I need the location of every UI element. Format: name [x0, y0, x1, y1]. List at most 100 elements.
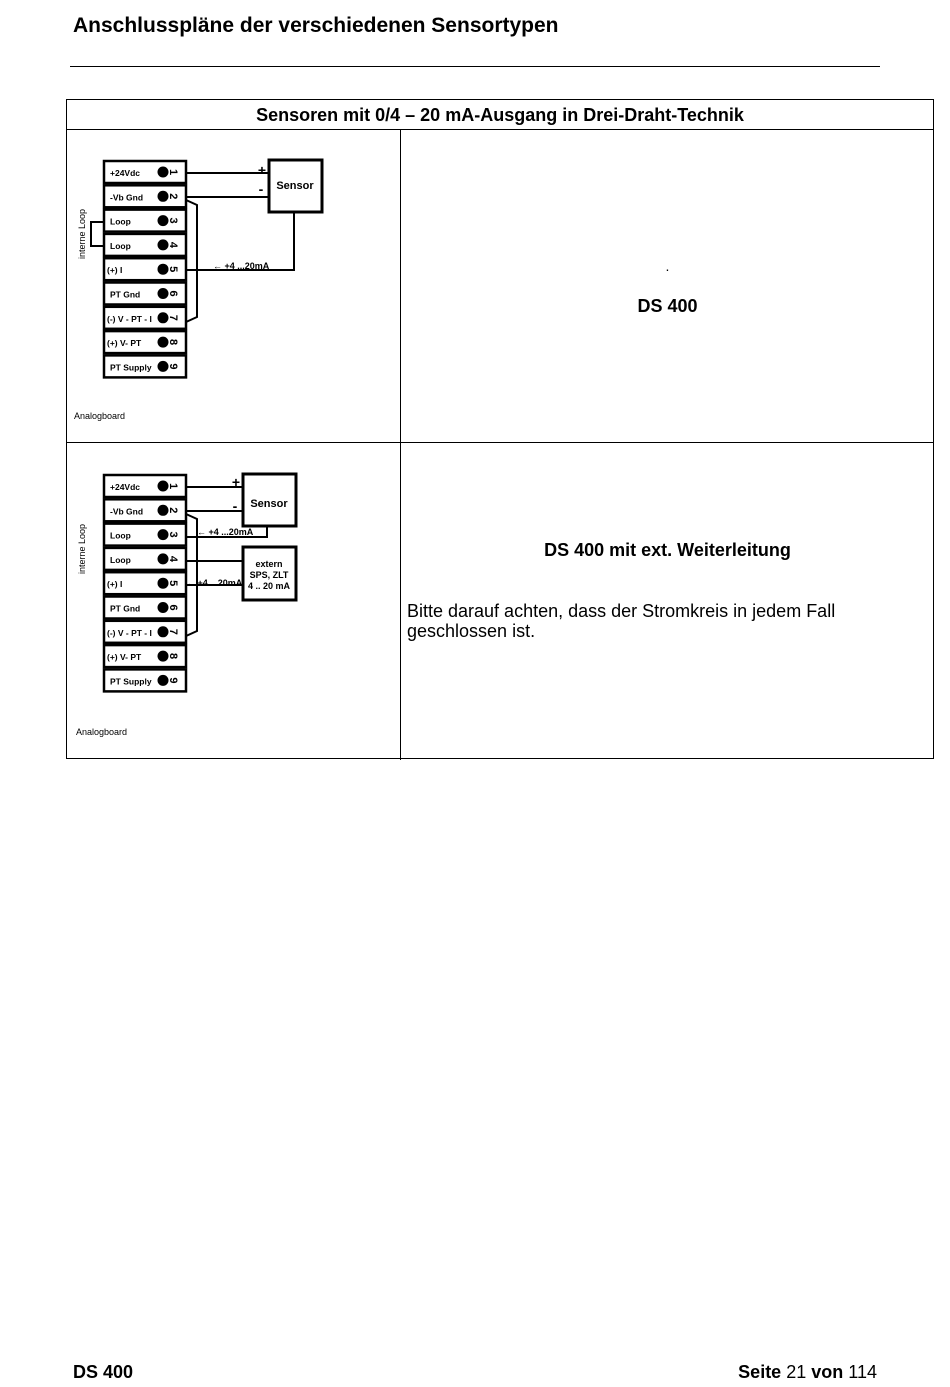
sensor-label: Sensor — [276, 180, 314, 192]
terminal-number: 8 — [167, 653, 179, 659]
terminal-label: PT Gnd — [110, 290, 140, 300]
terminal-screw — [157, 602, 169, 613]
sensor-box — [267, 158, 324, 214]
title-divider — [70, 66, 880, 67]
wire-bridge — [185, 199, 198, 323]
terminal-7: (-) V - PT - I 7 — [102, 619, 188, 645]
terminal-label: (-) V - PT - I — [107, 628, 152, 638]
terminal-6: PT Gnd 6 — [102, 595, 188, 620]
terminal-number: 9 — [167, 677, 179, 683]
minus-sign: - — [259, 181, 264, 197]
footer-page-total: 114 — [848, 1362, 877, 1382]
terminal-screw — [157, 504, 169, 516]
terminal-screw — [157, 650, 169, 662]
terminal-screw — [157, 288, 169, 299]
heading-ds400-ext: DS 400 mit ext. Weiterleitung — [544, 540, 791, 560]
terminal-2: -Vb Gnd 2 — [102, 498, 188, 523]
footer-page-number: 21 — [786, 1362, 807, 1382]
plus-sign: + — [258, 162, 266, 178]
terminal-label: (+) V- PT — [107, 338, 142, 348]
footer-page-info: Seite 21 von 114 — [738, 1362, 877, 1383]
terminal-number: 5 — [167, 580, 179, 586]
terminal-label: -Vb Gnd — [110, 506, 143, 516]
wire-signal — [186, 526, 268, 538]
terminal-number: 4 — [167, 242, 179, 249]
footer-page-word: Seite — [738, 1362, 782, 1382]
side-label: interne Loop — [77, 524, 87, 574]
terminal-number: 1 — [167, 169, 179, 175]
terminal-label: (+) V- PT — [107, 652, 142, 662]
terminal-label: (+) I — [107, 579, 122, 589]
terminal-screw — [157, 336, 169, 348]
terminal-screw — [157, 239, 169, 251]
terminal-screw — [157, 480, 169, 492]
terminal-screw — [157, 553, 169, 565]
column-divider — [400, 130, 401, 760]
terminal-cell — [102, 305, 188, 331]
terminal-5: (+) I 5 — [102, 570, 188, 596]
terminal-8: (+) V- PT 8 — [102, 329, 188, 355]
terminal-cell — [102, 546, 188, 572]
terminal-number: 3 — [167, 532, 179, 538]
extern-line-3: 4 .. 20 mA — [248, 581, 291, 591]
terminal-label: Loop — [110, 555, 131, 565]
terminal-number: 3 — [167, 218, 179, 224]
plus-sign: + — [232, 474, 240, 490]
terminal-screw — [157, 626, 169, 638]
wire-bridge — [185, 513, 198, 637]
terminal-screw — [157, 166, 169, 178]
terminal-number: 2 — [167, 507, 179, 513]
side-label: interne Loop — [77, 209, 87, 259]
board-label: Analogboard — [74, 411, 125, 421]
terminal-number: 8 — [167, 339, 179, 345]
terminal-screw — [157, 190, 169, 202]
terminal-label: +24Vdc — [110, 482, 140, 492]
wiring-note: Bitte darauf achten, dass der Stromkreis… — [407, 601, 836, 641]
terminal-number: 4 — [167, 556, 179, 563]
terminal-number: 7 — [167, 629, 179, 635]
terminal-number: 7 — [167, 315, 179, 321]
terminal-cell — [102, 329, 188, 355]
terminal-label: (-) V - PT - I — [107, 314, 152, 324]
terminal-cell — [102, 354, 188, 379]
terminal-screw — [157, 215, 169, 227]
terminal-label: Loop — [110, 241, 131, 251]
sensor-label: Sensor — [250, 498, 288, 510]
extern-line-2: SPS, ZLT — [250, 570, 289, 580]
terminal-screw — [157, 674, 169, 686]
terminal-6: PT Gnd 6 — [102, 281, 188, 306]
current-label-top: ← +4 ...20mA — [197, 527, 254, 537]
extern-line-1: extern — [255, 559, 282, 569]
terminal-cell — [102, 208, 188, 233]
terminal-number: 2 — [167, 193, 179, 199]
terminal-1: +24Vdc 1 — [102, 159, 188, 185]
terminal-label: -Vb Gnd — [110, 192, 143, 202]
terminal-screw — [157, 263, 169, 275]
terminal-label: PT Gnd — [110, 604, 140, 614]
extern-box — [241, 545, 298, 602]
terminal-cell — [102, 668, 188, 693]
terminal-number: 5 — [167, 266, 179, 272]
terminal-cell — [102, 595, 188, 620]
terminal-8: (+) V- PT 8 — [102, 643, 188, 669]
terminal-number: 6 — [167, 290, 179, 296]
terminal-label: +24Vdc — [110, 168, 140, 178]
terminal-cell — [102, 643, 188, 669]
terminal-screw — [157, 312, 169, 324]
dot-mark: . — [665, 258, 670, 274]
terminal-label: PT Supply — [110, 362, 152, 372]
terminal-screw — [157, 577, 169, 589]
current-label: ← +4 ...20mA — [213, 261, 270, 271]
terminal-7: (-) V - PT - I 7 — [102, 305, 188, 331]
board-label: Analogboard — [76, 727, 127, 737]
terminal-number: 6 — [167, 604, 179, 610]
terminal-screw — [157, 529, 169, 541]
